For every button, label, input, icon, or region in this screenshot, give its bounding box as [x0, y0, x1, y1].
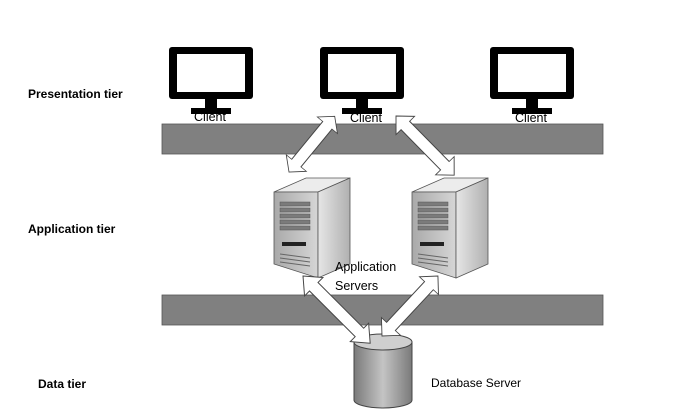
client-label-3: Client [515, 111, 547, 125]
monitor-icon [169, 47, 253, 114]
application-server-right [411, 177, 489, 279]
client-monitor-2: Client [320, 47, 404, 125]
database-cylinder-icon [353, 333, 413, 409]
server-tower-icon [411, 177, 489, 279]
client-monitor-1: Client [169, 47, 253, 124]
monitor-icon [490, 47, 574, 114]
app-servers-label-line2: Servers [335, 279, 378, 293]
app-servers-label-line1: Application [335, 260, 396, 274]
database-server: Database Server [353, 333, 521, 409]
tier-label-application: Application tier [28, 222, 116, 236]
tier-label-presentation: Presentation tier [28, 87, 123, 101]
database-server-label: Database Server [431, 376, 521, 390]
monitor-icon [320, 47, 404, 114]
client-label-2: Client [350, 111, 382, 125]
client-monitor-3: Client [490, 47, 574, 125]
client-label-1: Client [194, 110, 226, 124]
presentation-network-bar [161, 123, 604, 155]
tier-label-data: Data tier [38, 377, 86, 391]
